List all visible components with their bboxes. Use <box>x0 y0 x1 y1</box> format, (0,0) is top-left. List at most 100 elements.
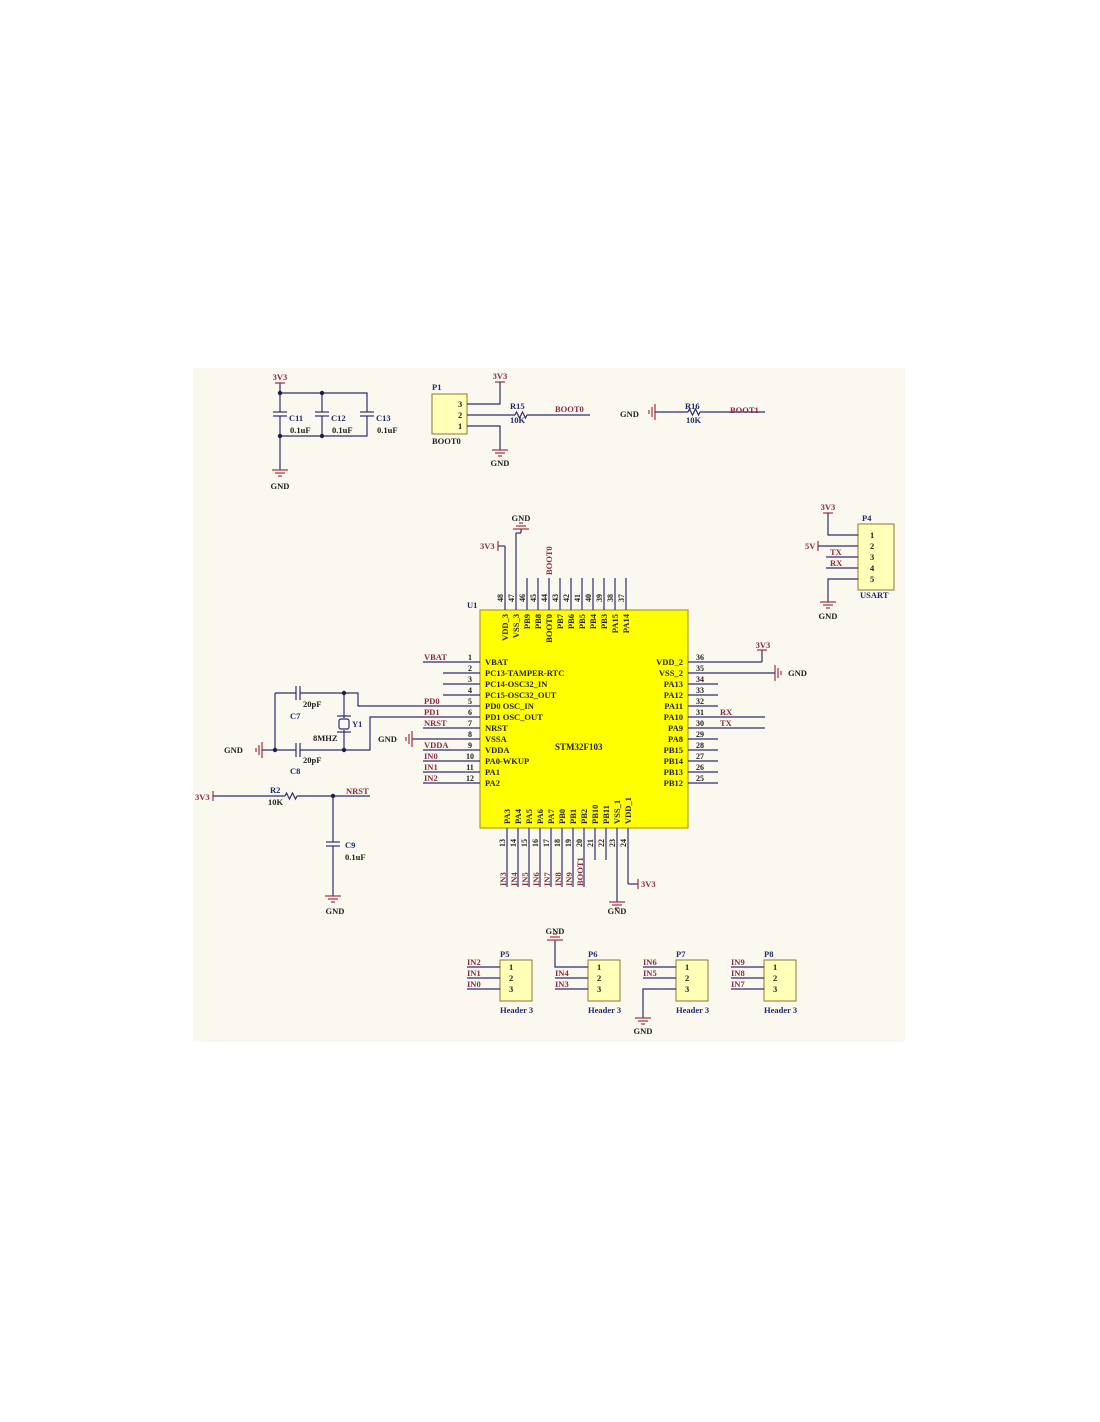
pin-name-pb3: PB3 <box>599 614 609 629</box>
junction-dot <box>341 690 347 696</box>
capacitor-ref-c13: C13 <box>376 413 391 423</box>
pin-name-pb0: PB0 <box>557 809 567 824</box>
resistor-icon <box>284 791 298 801</box>
mcu-part: STM32F103 <box>555 742 603 752</box>
crystal-ref-y1: Y1 <box>352 719 362 729</box>
power-label-3v3: 3V3 <box>821 502 836 512</box>
pin-name-pa13: PA13 <box>664 679 683 689</box>
connector-ref-p4: P4 <box>862 513 872 523</box>
connector-ref-p5: P5 <box>500 949 509 959</box>
pin-number: 3 <box>870 552 874 562</box>
net-label-in3: IN3 <box>555 979 569 989</box>
net-label-boot1: BOOT1 <box>730 405 759 415</box>
pin-number: 17 <box>542 839 551 847</box>
net-label-in5: IN5 <box>520 872 530 886</box>
pin-number: 32 <box>696 697 704 706</box>
pin-number: 16 <box>531 839 540 847</box>
pin-number: 39 <box>595 594 604 602</box>
net-label-in1: IN1 <box>424 762 438 772</box>
pin-number: 23 <box>608 839 617 847</box>
capacitor-ref-c9: C9 <box>345 840 355 850</box>
pin-number: 38 <box>606 594 615 602</box>
pin-number: 35 <box>696 664 704 673</box>
pin-name-pa11: PA11 <box>664 701 683 711</box>
pin-number: 43 <box>551 594 560 602</box>
net-label-in4: IN4 <box>555 968 569 978</box>
gnd-label: GND <box>512 513 531 523</box>
gnd-label: GND <box>546 926 565 936</box>
pin-number: 3 <box>773 984 777 994</box>
pin-number: 24 <box>619 839 628 847</box>
junction-dot <box>277 390 283 396</box>
pin-name-vssa: VSSA <box>485 734 508 744</box>
pin-name-pb7: PB7 <box>555 613 565 629</box>
net-label-in8: IN8 <box>731 968 745 978</box>
junction-dot <box>272 747 278 753</box>
net-label-in2: IN2 <box>424 773 438 783</box>
pin-number: 4 <box>468 686 472 695</box>
net-label-in5: IN5 <box>643 968 657 978</box>
net-label-in6: IN6 <box>531 872 541 886</box>
gnd-label: GND <box>491 458 510 468</box>
connector-name: Header 3 <box>764 1005 797 1015</box>
pin-name-vss_1: VSS_1 <box>612 800 622 824</box>
connector-body <box>675 959 709 1002</box>
pin-number: 25 <box>696 774 704 783</box>
net-label-boot0: BOOT0 <box>544 546 554 575</box>
connector-ref-p7: P7 <box>676 949 686 959</box>
capacitor-value: 0.1uF <box>345 852 366 862</box>
pin-number: 8 <box>468 730 472 739</box>
connector-name: Header 3 <box>588 1005 621 1015</box>
pin-name-vdd_3: VDD_3 <box>500 614 510 641</box>
capacitor-value: 20pF <box>303 755 321 765</box>
connector-body <box>499 959 533 1002</box>
pin-name-pb8: PB8 <box>533 614 543 629</box>
resistor-ref-r16: R16 <box>685 401 700 411</box>
net-label-in7: IN7 <box>542 872 552 886</box>
pin-number: 22 <box>597 839 606 847</box>
pin-number: 12 <box>466 774 474 783</box>
crystal-value: 8MHZ <box>313 733 338 743</box>
net-label-nrst: NRST <box>346 786 369 796</box>
net-label-rx: RX <box>720 707 733 717</box>
pin-name-pb5: PB5 <box>577 614 587 629</box>
net-label-boot1: BOOT1 <box>575 857 585 886</box>
pin-name-pd1-osc-out: PD1 OSC_OUT <box>485 712 543 722</box>
connector-body <box>587 959 621 1002</box>
pin-number: 19 <box>564 839 573 847</box>
pin-number: 40 <box>584 594 593 602</box>
junction-dot <box>319 433 325 439</box>
pin-name-pb13: PB13 <box>664 767 683 777</box>
pin-number: 3 <box>509 984 513 994</box>
power-label-3v3: 3V3 <box>480 541 495 551</box>
resistor-value: 10K <box>268 797 284 807</box>
pin-name-pa2: PA2 <box>485 778 500 788</box>
pin-number: 31 <box>696 708 704 717</box>
net-label-rx: RX <box>830 558 843 568</box>
net-label-nrst: NRST <box>424 718 447 728</box>
pin-number: 14 <box>509 839 518 847</box>
gnd-label: GND <box>224 745 243 755</box>
pin-number: 46 <box>518 594 527 602</box>
gnd-label: GND <box>620 409 639 419</box>
connector-name-usart: USART <box>860 590 889 600</box>
pin-number: 6 <box>468 708 472 717</box>
pin-name-vdda: VDDA <box>485 745 510 755</box>
capacitor-ref-c12: C12 <box>331 413 346 423</box>
pin-name-pb4: PB4 <box>588 613 598 629</box>
pin-name-nrst: NRST <box>485 723 508 733</box>
net-label-tx: TX <box>830 547 843 557</box>
cap-gap <box>272 412 288 416</box>
pin-name-pd0-osc-in: PD0 OSC_IN <box>485 701 535 711</box>
pin-name-pa15: PA15 <box>610 614 620 633</box>
pin-number: 2 <box>509 973 513 983</box>
wire <box>642 988 676 1014</box>
resistor-icon <box>687 407 701 417</box>
pin-number: 48 <box>496 594 505 602</box>
wire <box>467 425 501 446</box>
gnd-label: GND <box>634 1026 653 1036</box>
power-label-3v3: 3V3 <box>273 372 288 382</box>
pin-number: 3 <box>597 984 601 994</box>
pin-number: 34 <box>696 675 704 684</box>
